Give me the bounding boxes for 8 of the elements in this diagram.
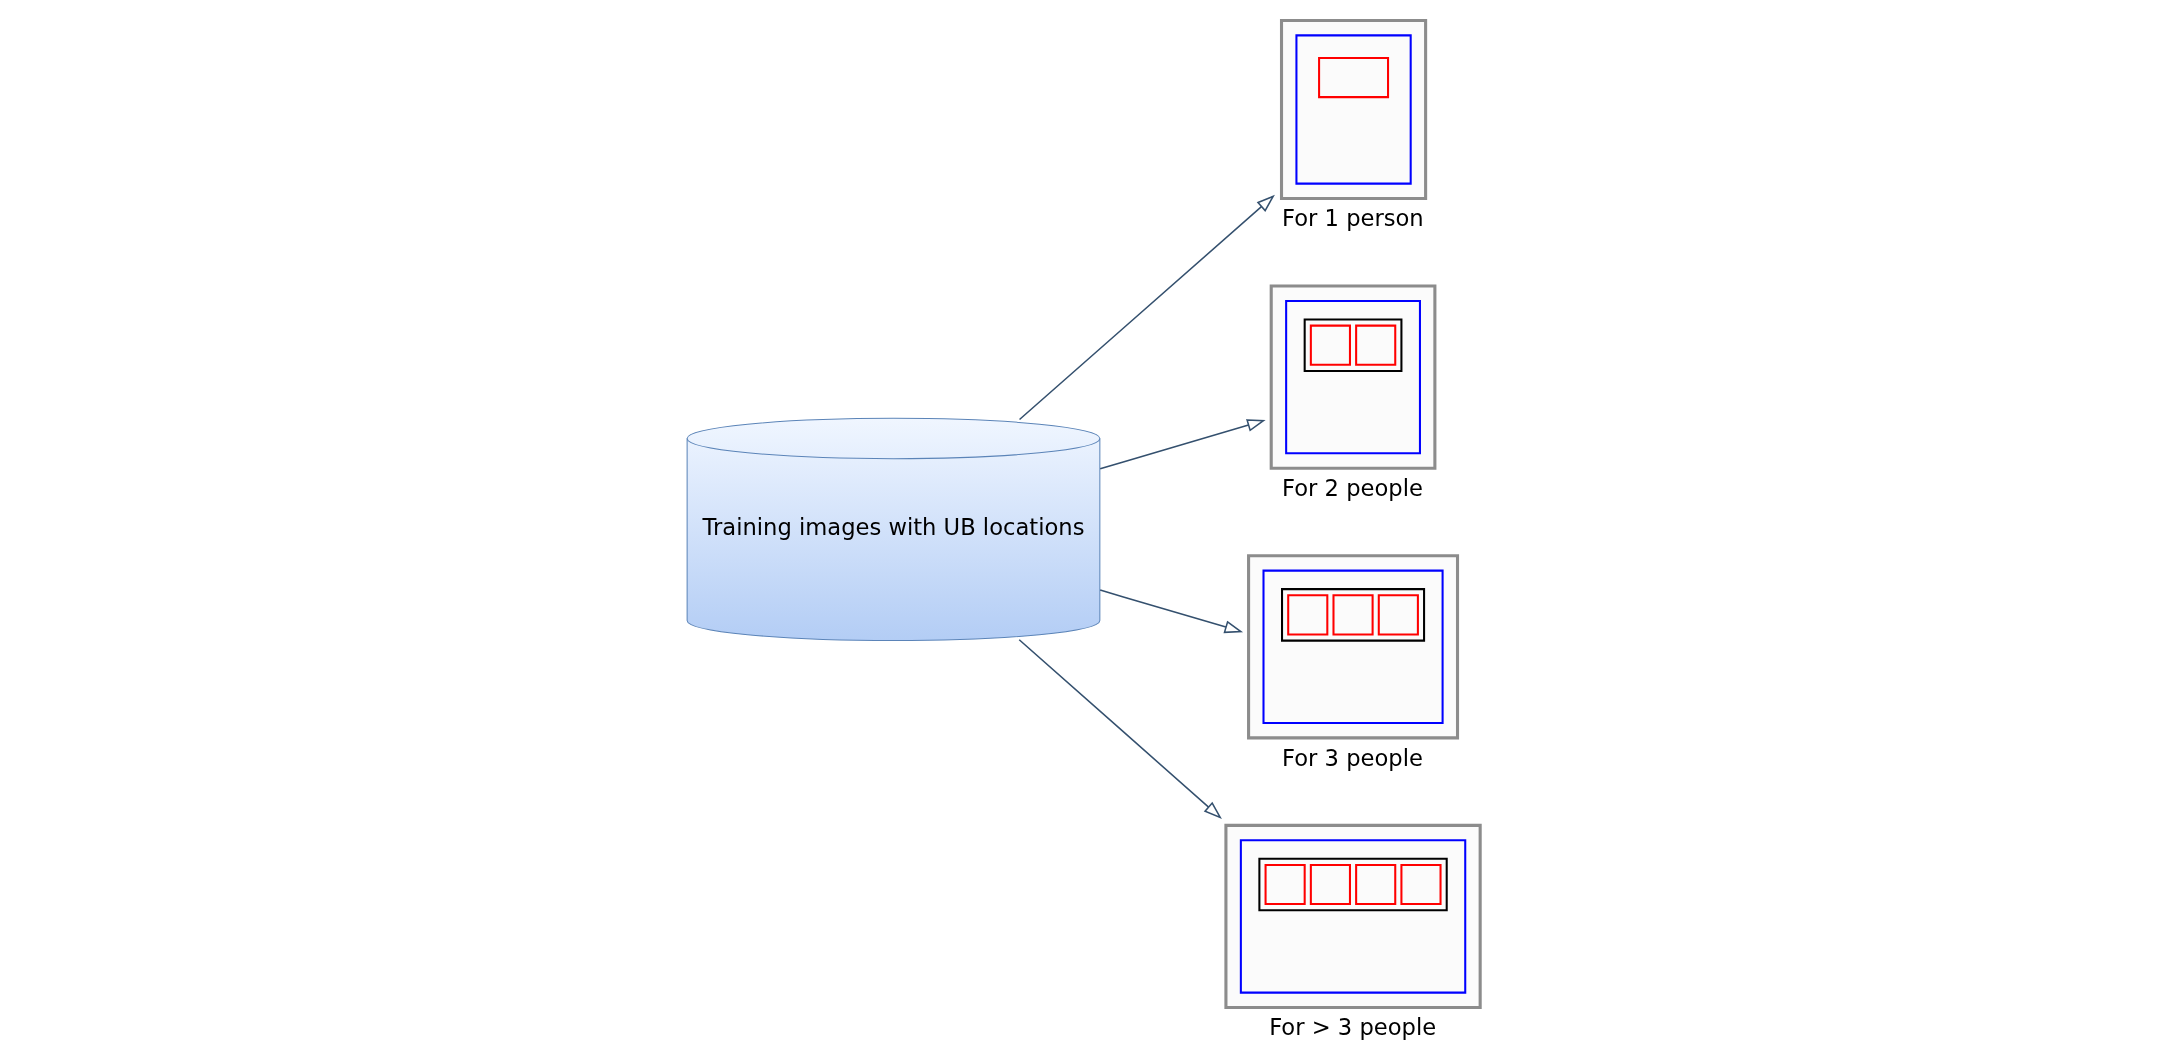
arrow (1018, 638, 1222, 819)
node-label: For 2 people (1282, 475, 1423, 502)
node-label: For 3 people (1282, 744, 1423, 771)
arrow (1018, 194, 1275, 421)
node-label: For 1 person (1282, 205, 1424, 232)
arrow (1099, 589, 1244, 634)
arrow (1099, 419, 1266, 470)
node-label: For > 3 people (1269, 1014, 1437, 1041)
